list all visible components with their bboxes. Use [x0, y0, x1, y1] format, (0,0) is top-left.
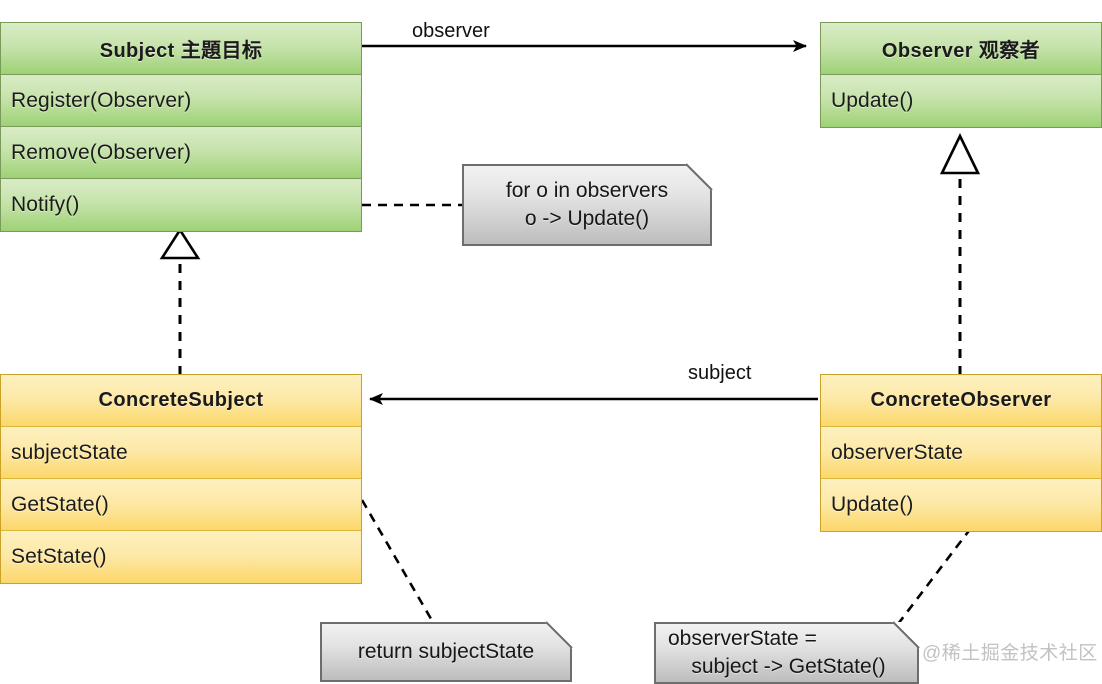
- link-concreteobserver-to-update-note: [896, 527, 973, 625]
- note-dogear-icon: [685, 163, 713, 191]
- class-member-setstate: SetState(): [1, 531, 361, 583]
- class-box-subject[interactable]: Subject 主題目标 Register(Observer) Remove(O…: [0, 22, 362, 232]
- class-member-concrete-update: Update(): [821, 479, 1101, 531]
- class-box-concrete-subject[interactable]: ConcreteSubject subjectState GetState() …: [0, 374, 362, 584]
- class-title-observer: Observer 观察者: [821, 23, 1101, 75]
- class-member-subject-state: subjectState: [1, 427, 361, 479]
- edge-label-subject: subject: [688, 362, 752, 384]
- note-return-subject-state[interactable]: return subjectState: [320, 621, 573, 682]
- watermark-text: @稀土掘金技术社区: [922, 643, 1098, 664]
- class-member-getstate: GetState(): [1, 479, 361, 531]
- note-dogear-icon: [545, 621, 573, 649]
- note-dogear-icon: [892, 621, 920, 649]
- note-line-1: for o in observers: [505, 179, 669, 203]
- note-observer-state-assign[interactable]: observerState = subject -> GetState(): [654, 621, 920, 684]
- note-line-2: o -> Update(): [524, 207, 650, 230]
- edge-label-observer: observer: [412, 20, 490, 42]
- class-title-concrete-subject: ConcreteSubject: [1, 375, 361, 427]
- note-line-1: observerState =: [668, 627, 817, 651]
- note-line-2: subject -> GetState(): [668, 655, 886, 678]
- class-box-observer[interactable]: Observer 观察者 Update(): [820, 22, 1102, 128]
- class-member-observer-state: observerState: [821, 427, 1101, 479]
- note-notify-loop[interactable]: for o in observers o -> Update(): [462, 163, 713, 246]
- edge-concreteobserver-realizes-observer: [939, 133, 981, 375]
- class-member-remove: Remove(Observer): [1, 127, 361, 179]
- note-line-1: return subjectState: [357, 640, 535, 664]
- edge-concretesubject-realizes-subject: [159, 227, 201, 375]
- class-member-observer-update: Update(): [821, 75, 1101, 127]
- class-member-register: Register(Observer): [1, 75, 361, 127]
- class-member-notify: Notify(): [1, 179, 361, 231]
- link-concretesubject-to-getstate-note: [360, 499, 436, 625]
- class-box-concrete-observer[interactable]: ConcreteObserver observerState Update(): [820, 374, 1102, 532]
- class-title-concrete-observer: ConcreteObserver: [821, 375, 1101, 427]
- class-title-subject: Subject 主題目标: [1, 23, 361, 75]
